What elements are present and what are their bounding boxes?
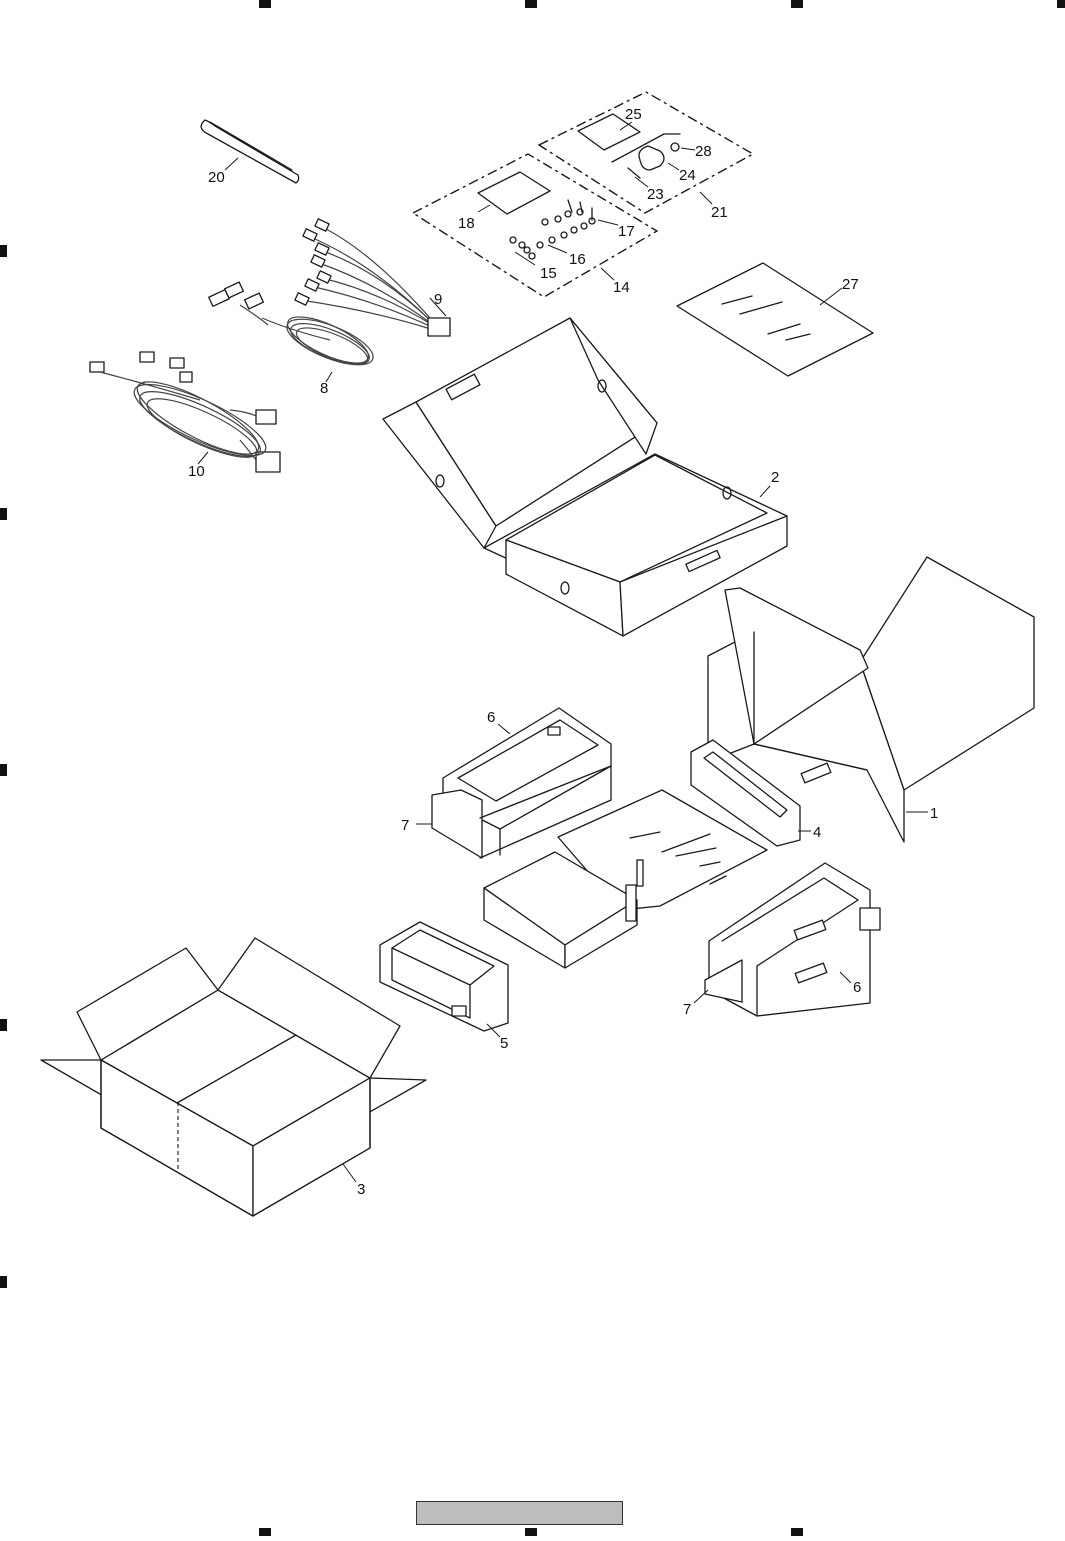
callout-label: 1 xyxy=(930,805,938,822)
callout-label: 16 xyxy=(569,251,586,268)
screw-kit-bag-part xyxy=(537,91,755,214)
callout-label: 27 xyxy=(842,276,859,293)
callout-numbers: 1 2 3 4 5 6 6 7 7 8 9 10 14 15 16 17 18 … xyxy=(188,106,938,1198)
callout-label: 6 xyxy=(487,709,495,726)
cushion-frame-part xyxy=(690,739,801,847)
callout-label: 17 xyxy=(618,223,635,240)
lower-right-frame-part xyxy=(704,862,881,1017)
callout-label: 6 xyxy=(853,979,861,996)
callout-label: 8 xyxy=(320,380,328,397)
callout-label: 21 xyxy=(711,204,728,221)
callout-label: 20 xyxy=(208,169,225,186)
callout-label: 25 xyxy=(625,106,642,123)
callout-label: 15 xyxy=(540,265,557,282)
callout-leader-lines xyxy=(197,121,928,1183)
callout-label: 18 xyxy=(458,215,475,232)
inner-tray-box-part xyxy=(382,317,788,637)
callout-label: 3 xyxy=(357,1181,365,1198)
shipping-carton-part xyxy=(40,937,427,1217)
callout-label: 23 xyxy=(647,186,664,203)
coiled-cable-part xyxy=(208,281,374,366)
bagged-head-unit-part xyxy=(483,789,768,969)
accessory-bag-part xyxy=(411,153,659,298)
callout-label: 4 xyxy=(813,824,821,841)
callout-label: 5 xyxy=(500,1035,508,1052)
strap-part xyxy=(200,119,300,184)
callout-label: 2 xyxy=(771,469,779,486)
callout-label: 28 xyxy=(695,143,712,160)
callout-label: 10 xyxy=(188,463,205,480)
rca-cable-part xyxy=(294,218,451,337)
outer-sleeve-carton-part xyxy=(707,556,1035,843)
callout-label: 24 xyxy=(679,167,696,184)
page-footer-box xyxy=(416,1501,623,1525)
upper-frame-part xyxy=(431,707,612,859)
power-harness-part xyxy=(89,351,281,473)
small-pad-box-part xyxy=(379,921,509,1032)
plastic-sheet-part xyxy=(676,262,874,377)
callout-label: 7 xyxy=(683,1001,691,1018)
callout-label: 14 xyxy=(613,279,630,296)
callout-label: 9 xyxy=(434,291,442,308)
callout-label: 7 xyxy=(401,817,409,834)
